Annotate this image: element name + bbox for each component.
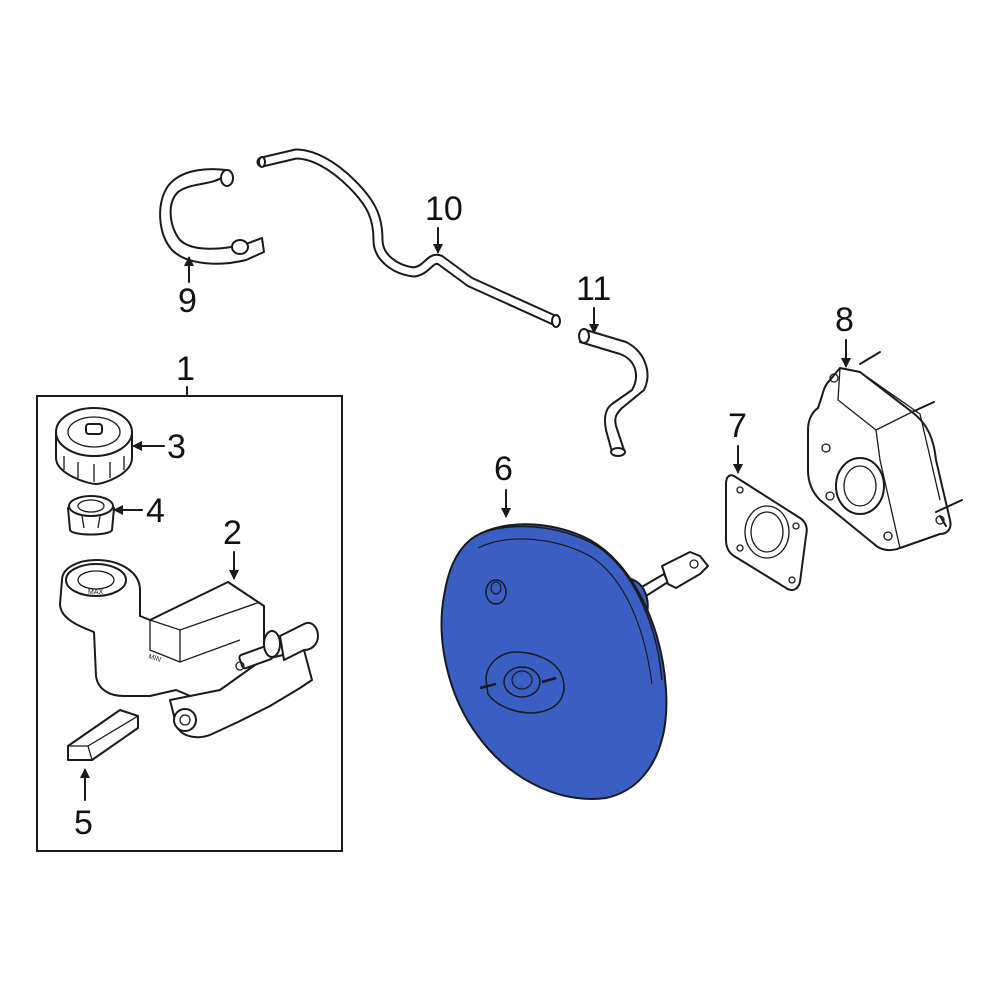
master-cylinder-group-box <box>36 395 343 852</box>
part-8-spacer-bracket[interactable] <box>807 351 963 552</box>
part-9-hose[interactable] <box>159 168 265 265</box>
callout-7[interactable]: 7 <box>728 407 747 445</box>
part-11-hose[interactable] <box>578 328 649 457</box>
callout-8[interactable]: 8 <box>835 301 854 339</box>
reservoir-min-label: MIN <box>147 653 161 664</box>
callout-4[interactable]: 4 <box>146 492 165 530</box>
part-6-brake-booster[interactable] <box>440 523 709 800</box>
callout-3[interactable]: 3 <box>167 428 186 466</box>
part-7-gasket[interactable] <box>725 474 808 591</box>
callout-1[interactable]: 1 <box>176 350 195 388</box>
reservoir-max-label: MAX <box>88 589 104 596</box>
part-2-master-cylinder[interactable]: MAX MIN <box>59 559 319 739</box>
part-4-strainer[interactable] <box>67 495 115 536</box>
callout-6[interactable]: 6 <box>494 450 513 488</box>
part-3-reservoir-cap[interactable] <box>55 407 133 485</box>
callout-5[interactable]: 5 <box>74 804 93 842</box>
part-10-vacuum-pipe[interactable] <box>256 148 561 328</box>
callout-10[interactable]: 10 <box>425 190 463 228</box>
callout-9[interactable]: 9 <box>178 282 197 320</box>
part-5-seal[interactable] <box>67 709 139 761</box>
callout-11[interactable]: 11 <box>576 270 611 308</box>
callout-2[interactable]: 2 <box>223 514 242 552</box>
booster-shell <box>440 523 668 800</box>
